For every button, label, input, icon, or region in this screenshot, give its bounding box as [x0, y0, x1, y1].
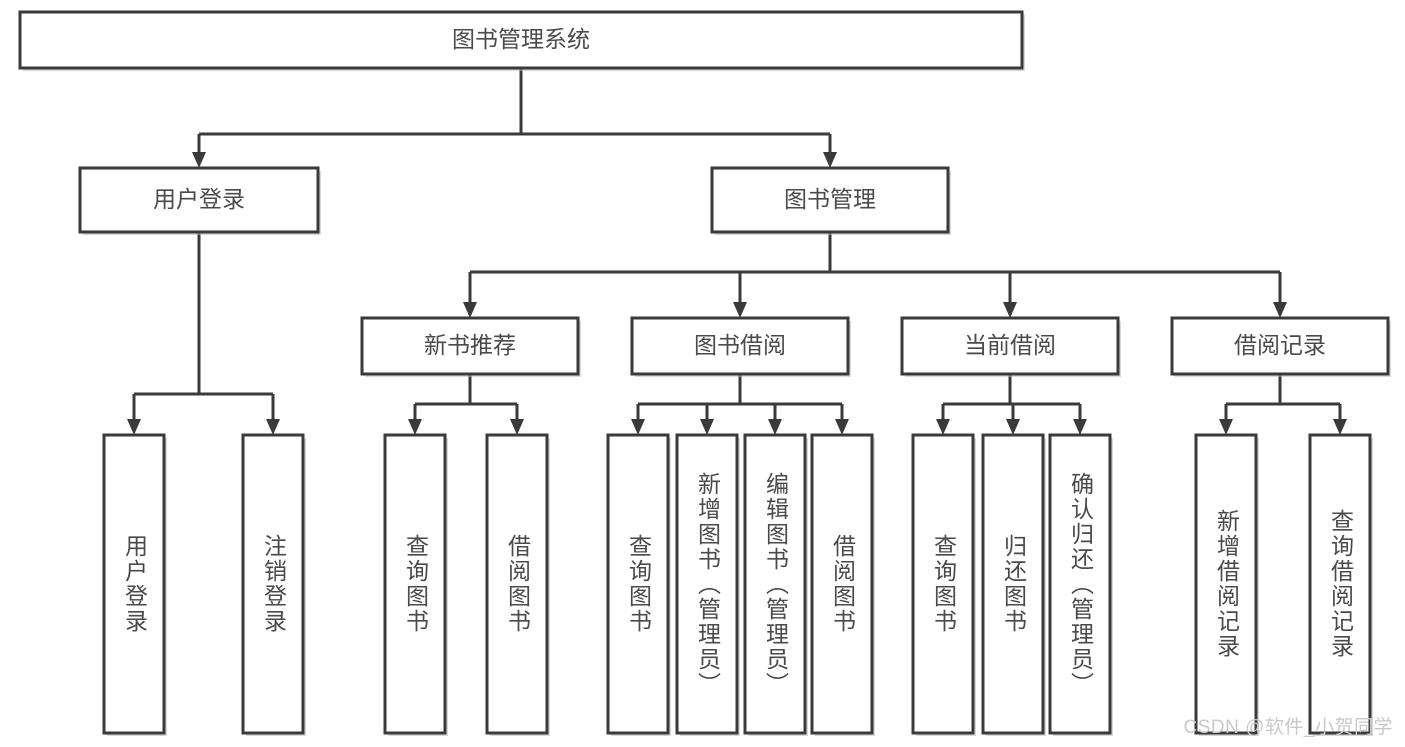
conn-l3-2-arrow-1 [1006, 419, 1020, 435]
conn-userlogin-arrow-1 [266, 419, 280, 435]
csdn-watermark: CSDN @软件_小贺同学 [1183, 717, 1393, 738]
node-box-leaf-logout-login[interactable] [241, 433, 305, 735]
node-box-root[interactable] [18, 10, 1024, 70]
node-label-current-borrow: 当前借阅 [964, 332, 1056, 358]
node-box-user-login[interactable] [78, 166, 320, 234]
node-box-leaf-borrow-book-2[interactable] [810, 433, 874, 735]
node-box-leaf-edit-book-admin[interactable] [743, 433, 807, 735]
conn-l3-0-arrow-1 [510, 419, 524, 435]
node-box-book-borrow[interactable] [630, 316, 850, 376]
node-box-leaf-user-login[interactable] [102, 433, 166, 735]
node-box-borrow-record[interactable] [1170, 316, 1390, 376]
conn-l3-2-arrow-2 [1073, 419, 1087, 435]
conn-l3-0-arrow-0 [408, 419, 422, 435]
node-label-book-borrow: 图书借阅 [694, 332, 786, 358]
conn-bookmgmt-arrow-2 [1003, 302, 1017, 318]
boxes-layer [18, 10, 1391, 736]
node-box-leaf-confirm-return-admin[interactable] [1048, 433, 1112, 735]
node-box-leaf-borrow-book-1[interactable] [485, 433, 549, 735]
node-box-leaf-add-borrow-record[interactable] [1194, 433, 1258, 735]
node-box-leaf-query-book-1[interactable] [383, 433, 447, 735]
conn-root-arrow-0 [192, 152, 206, 168]
conn-bookmgmt-arrow-1 [733, 302, 747, 318]
node-box-leaf-add-book-admin[interactable] [675, 433, 739, 735]
conn-l3-3-arrow-1 [1333, 419, 1347, 435]
node-label-user-login: 用户登录 [153, 186, 245, 212]
node-box-leaf-query-book-3[interactable] [911, 433, 975, 735]
conn-root-arrow-1 [823, 152, 837, 168]
node-label-root: 图书管理系统 [452, 26, 590, 52]
node-box-book-management[interactable] [710, 166, 950, 234]
node-box-leaf-query-borrow-record[interactable] [1308, 433, 1372, 735]
conn-l3-1-arrow-0 [631, 419, 645, 435]
conn-l3-1-arrow-1 [700, 419, 714, 435]
node-label-borrow-record: 借阅记录 [1234, 332, 1326, 358]
node-label-new-book-recommend: 新书推荐 [424, 332, 516, 358]
node-box-current-borrow[interactable] [900, 316, 1120, 376]
connectors-layer [127, 68, 1347, 435]
conn-bookmgmt-arrow-3 [1273, 302, 1287, 318]
conn-l3-2-arrow-0 [936, 419, 950, 435]
conn-userlogin-arrow-0 [127, 419, 141, 435]
conn-l3-3-arrow-0 [1219, 419, 1233, 435]
node-box-leaf-return-book[interactable] [981, 433, 1045, 735]
node-label-book-management: 图书管理 [784, 186, 876, 212]
node-box-leaf-query-book-2[interactable] [606, 433, 670, 735]
conn-bookmgmt-arrow-0 [463, 302, 477, 318]
node-box-new-book-recommend[interactable] [360, 316, 580, 376]
conn-l3-1-arrow-3 [835, 419, 849, 435]
conn-l3-1-arrow-2 [768, 419, 782, 435]
